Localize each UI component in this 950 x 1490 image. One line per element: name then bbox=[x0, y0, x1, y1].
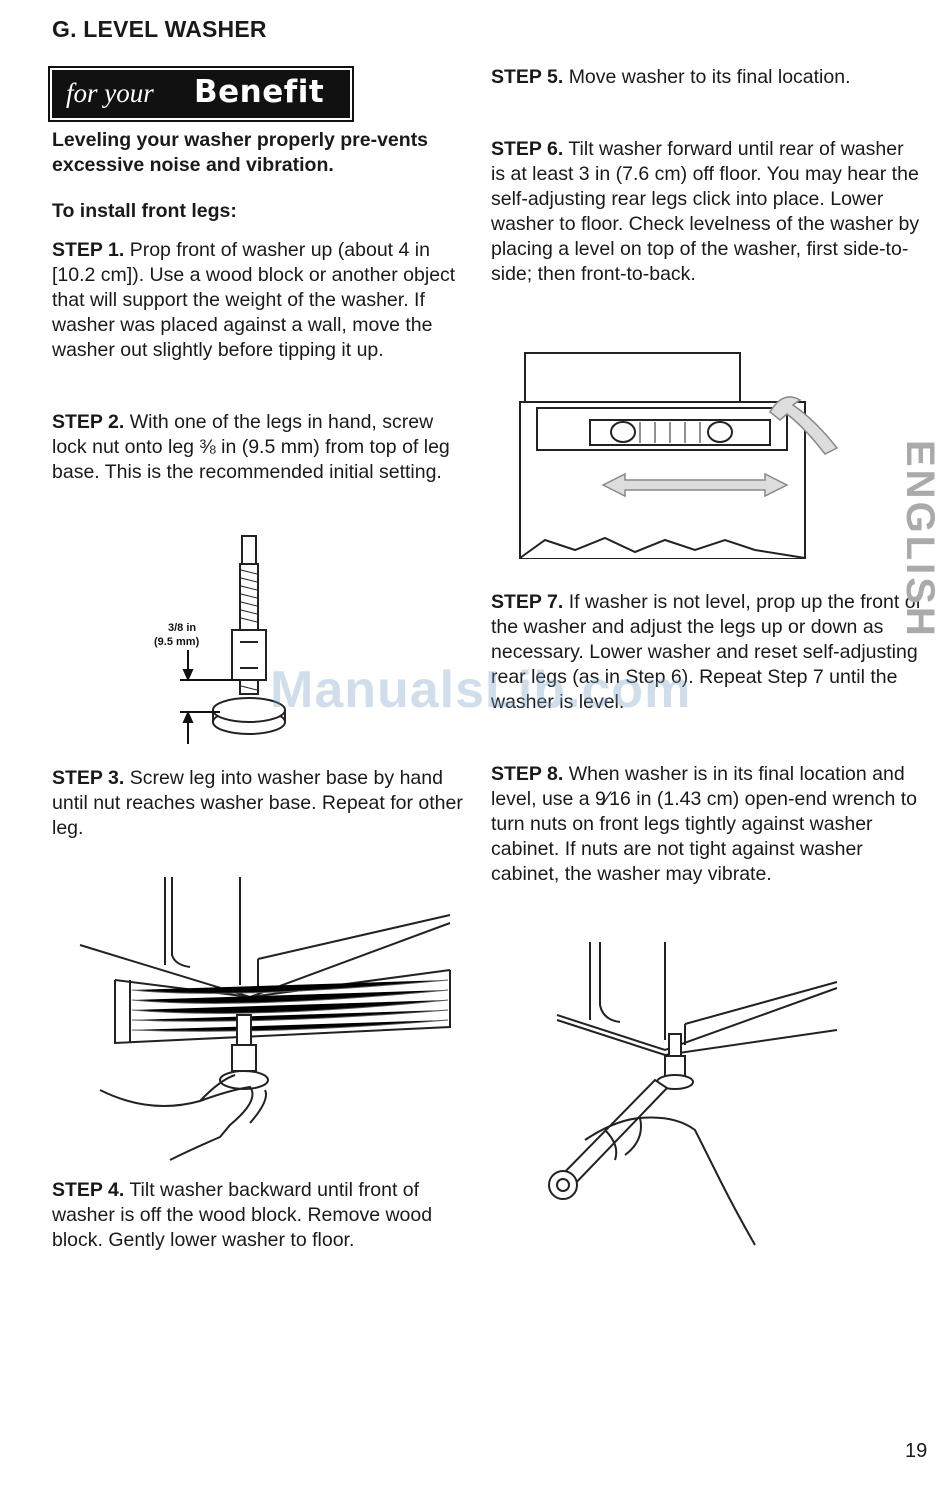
step-text: Move washer to its final location. bbox=[568, 66, 851, 88]
wrench-tightening-illustration bbox=[548, 942, 838, 1246]
step-1: STEP 1. Prop front of washer up (about 4… bbox=[52, 238, 472, 363]
step-2: STEP 2. With one of the legs in hand, sc… bbox=[52, 410, 472, 485]
wood-block-hand-illustration bbox=[79, 877, 451, 1161]
step-label: STEP 1. bbox=[52, 239, 125, 261]
step-8: STEP 8. When washer is in its final loca… bbox=[491, 762, 921, 887]
for-your-benefit-banner: for your Benefit bbox=[48, 66, 354, 122]
step-label: STEP 8. bbox=[491, 763, 564, 785]
step-4: STEP 4. Tilt washer backward until front… bbox=[52, 1178, 472, 1253]
banner-benefit: Benefit bbox=[194, 74, 325, 110]
step-text: With one of the legs in hand, screw lock… bbox=[52, 411, 450, 483]
step-text: Tilt washer forward until rear of washer… bbox=[491, 138, 920, 285]
page-number: 19 bbox=[905, 1440, 928, 1462]
step-5: STEP 5. Move washer to its final locatio… bbox=[491, 65, 921, 90]
step-label: STEP 4. bbox=[52, 1179, 125, 1201]
step-text: When washer is in its final location and… bbox=[491, 763, 918, 885]
step-label: STEP 6. bbox=[491, 138, 564, 160]
subheading-front-legs: To install front legs: bbox=[52, 200, 237, 222]
dimension-mm: (9.5 mm) bbox=[154, 636, 200, 648]
section-title: G. LEVEL WASHER bbox=[52, 16, 267, 42]
step-6: STEP 6. Tilt washer forward until rear o… bbox=[491, 137, 921, 287]
language-side-tab: ENGLISH bbox=[898, 440, 942, 660]
step-3: STEP 3. Screw leg into washer base by ha… bbox=[52, 766, 472, 841]
english-label: ENGLISH bbox=[898, 440, 942, 639]
leg-nut-diagram: 3/8 in (9.5 mm) bbox=[154, 535, 286, 744]
intro-text: Leveling your washer properly pre-vents … bbox=[52, 129, 429, 176]
step-text: Screw leg into washer base by hand until… bbox=[52, 767, 463, 839]
washer-level-illustration bbox=[519, 352, 839, 559]
dimension-inches: 3/8 in bbox=[168, 622, 196, 634]
step-text: If washer is not level, prop up the fron… bbox=[491, 591, 921, 713]
watermark: ManualsLib.com bbox=[270, 661, 692, 719]
step-label: STEP 3. bbox=[52, 767, 125, 789]
step-label: STEP 2. bbox=[52, 411, 125, 433]
step-label: STEP 5. bbox=[491, 66, 564, 88]
step-text: Prop front of washer up (about 4 in [10.… bbox=[52, 239, 456, 361]
step-label: STEP 7. bbox=[491, 591, 564, 613]
banner-for-your: for your bbox=[66, 78, 154, 108]
step-text: Tilt washer backward until front of wash… bbox=[52, 1179, 433, 1251]
step-7: STEP 7. If washer is not level, prop up … bbox=[491, 590, 921, 715]
